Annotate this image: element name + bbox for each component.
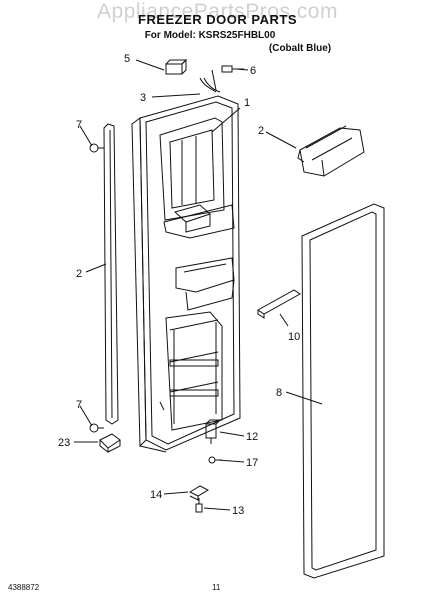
callout-7a: 7 [76,119,82,131]
bracket-23 [99,433,121,453]
watermark: AppliancePartsPros.com [97,0,338,23]
model-line: For Model: KSRS25FHBL00 [144,30,276,41]
callout-12: 12 [246,431,258,443]
callout-2: 2 [76,268,82,280]
callout-17: 17 [246,457,258,469]
callout-5: 3 [140,92,146,104]
leader-lines [74,59,323,511]
page-number: 11 [212,583,221,592]
side-trim-strip [103,123,119,425]
callout-7b: 7 [76,399,82,411]
callout-1: 1 [244,97,250,109]
callout-3: 2 [258,125,264,137]
color-line: (Cobalt Blue) [268,43,332,54]
callout-14: 14 [150,489,162,501]
door-liner [131,95,241,453]
doc-number: 4388872 [8,583,40,592]
lower-hinge-parts [188,419,222,513]
top-hinge-parts [165,58,244,93]
callout-23: 23 [58,437,70,449]
callout-19: 6 [250,65,256,77]
spacer-10 [257,289,301,319]
page-title: FREEZER DOOR PARTS [138,12,297,27]
callout-10: 10 [288,331,300,343]
callout-6: 5 [124,53,130,65]
callout-8: 8 [276,387,282,399]
callout-labels: 6 5 3 1 2 7 2 7 23 10 8 12 17 14 13 [58,53,300,517]
door-bin [297,125,365,177]
door-gasket [301,203,385,579]
callout-13: 13 [232,505,244,517]
screws-7 [89,143,104,433]
